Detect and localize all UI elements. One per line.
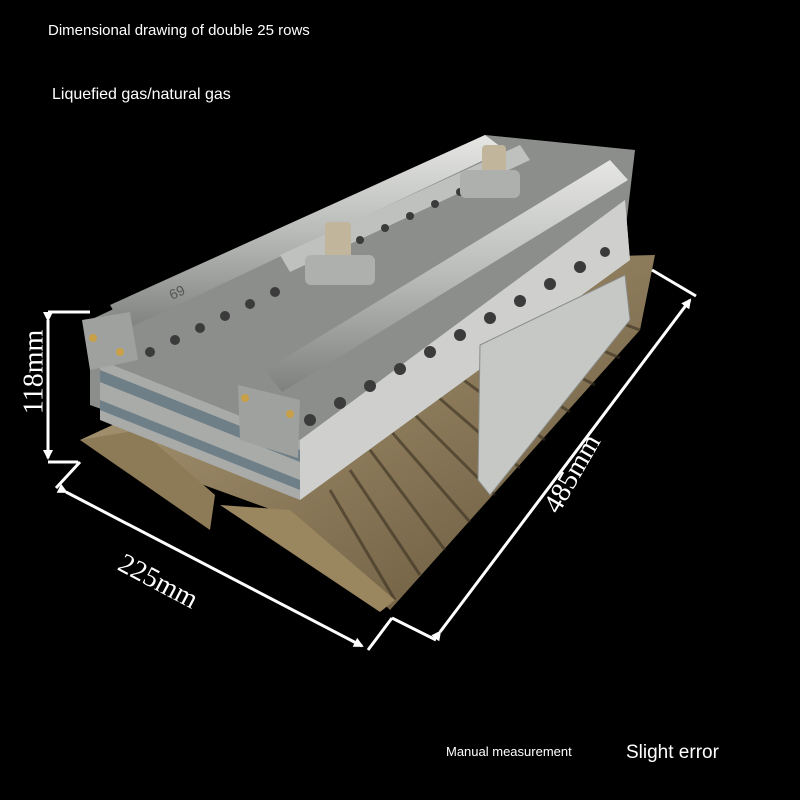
product-stamp: 69: [167, 282, 188, 303]
dimension-lines: [43, 268, 697, 651]
pipe-fittings: [305, 145, 520, 285]
length-tick-bottom: [391, 616, 437, 642]
width-tick-right: [366, 617, 394, 651]
length-tick-top: [651, 268, 697, 298]
end-plates: [82, 312, 300, 458]
height-dimension-label: 118mm: [18, 329, 50, 415]
width-tick-left: [54, 460, 82, 490]
slight-error-note: Slight error: [626, 742, 719, 763]
length-arrow: [431, 298, 692, 642]
page-title: Dimensional drawing of double 25 rows: [48, 22, 310, 39]
gas-type-label: Liquefied gas/natural gas: [52, 86, 231, 103]
width-arrow: [56, 483, 364, 648]
manual-measurement-note: Manual measurement: [446, 744, 572, 759]
